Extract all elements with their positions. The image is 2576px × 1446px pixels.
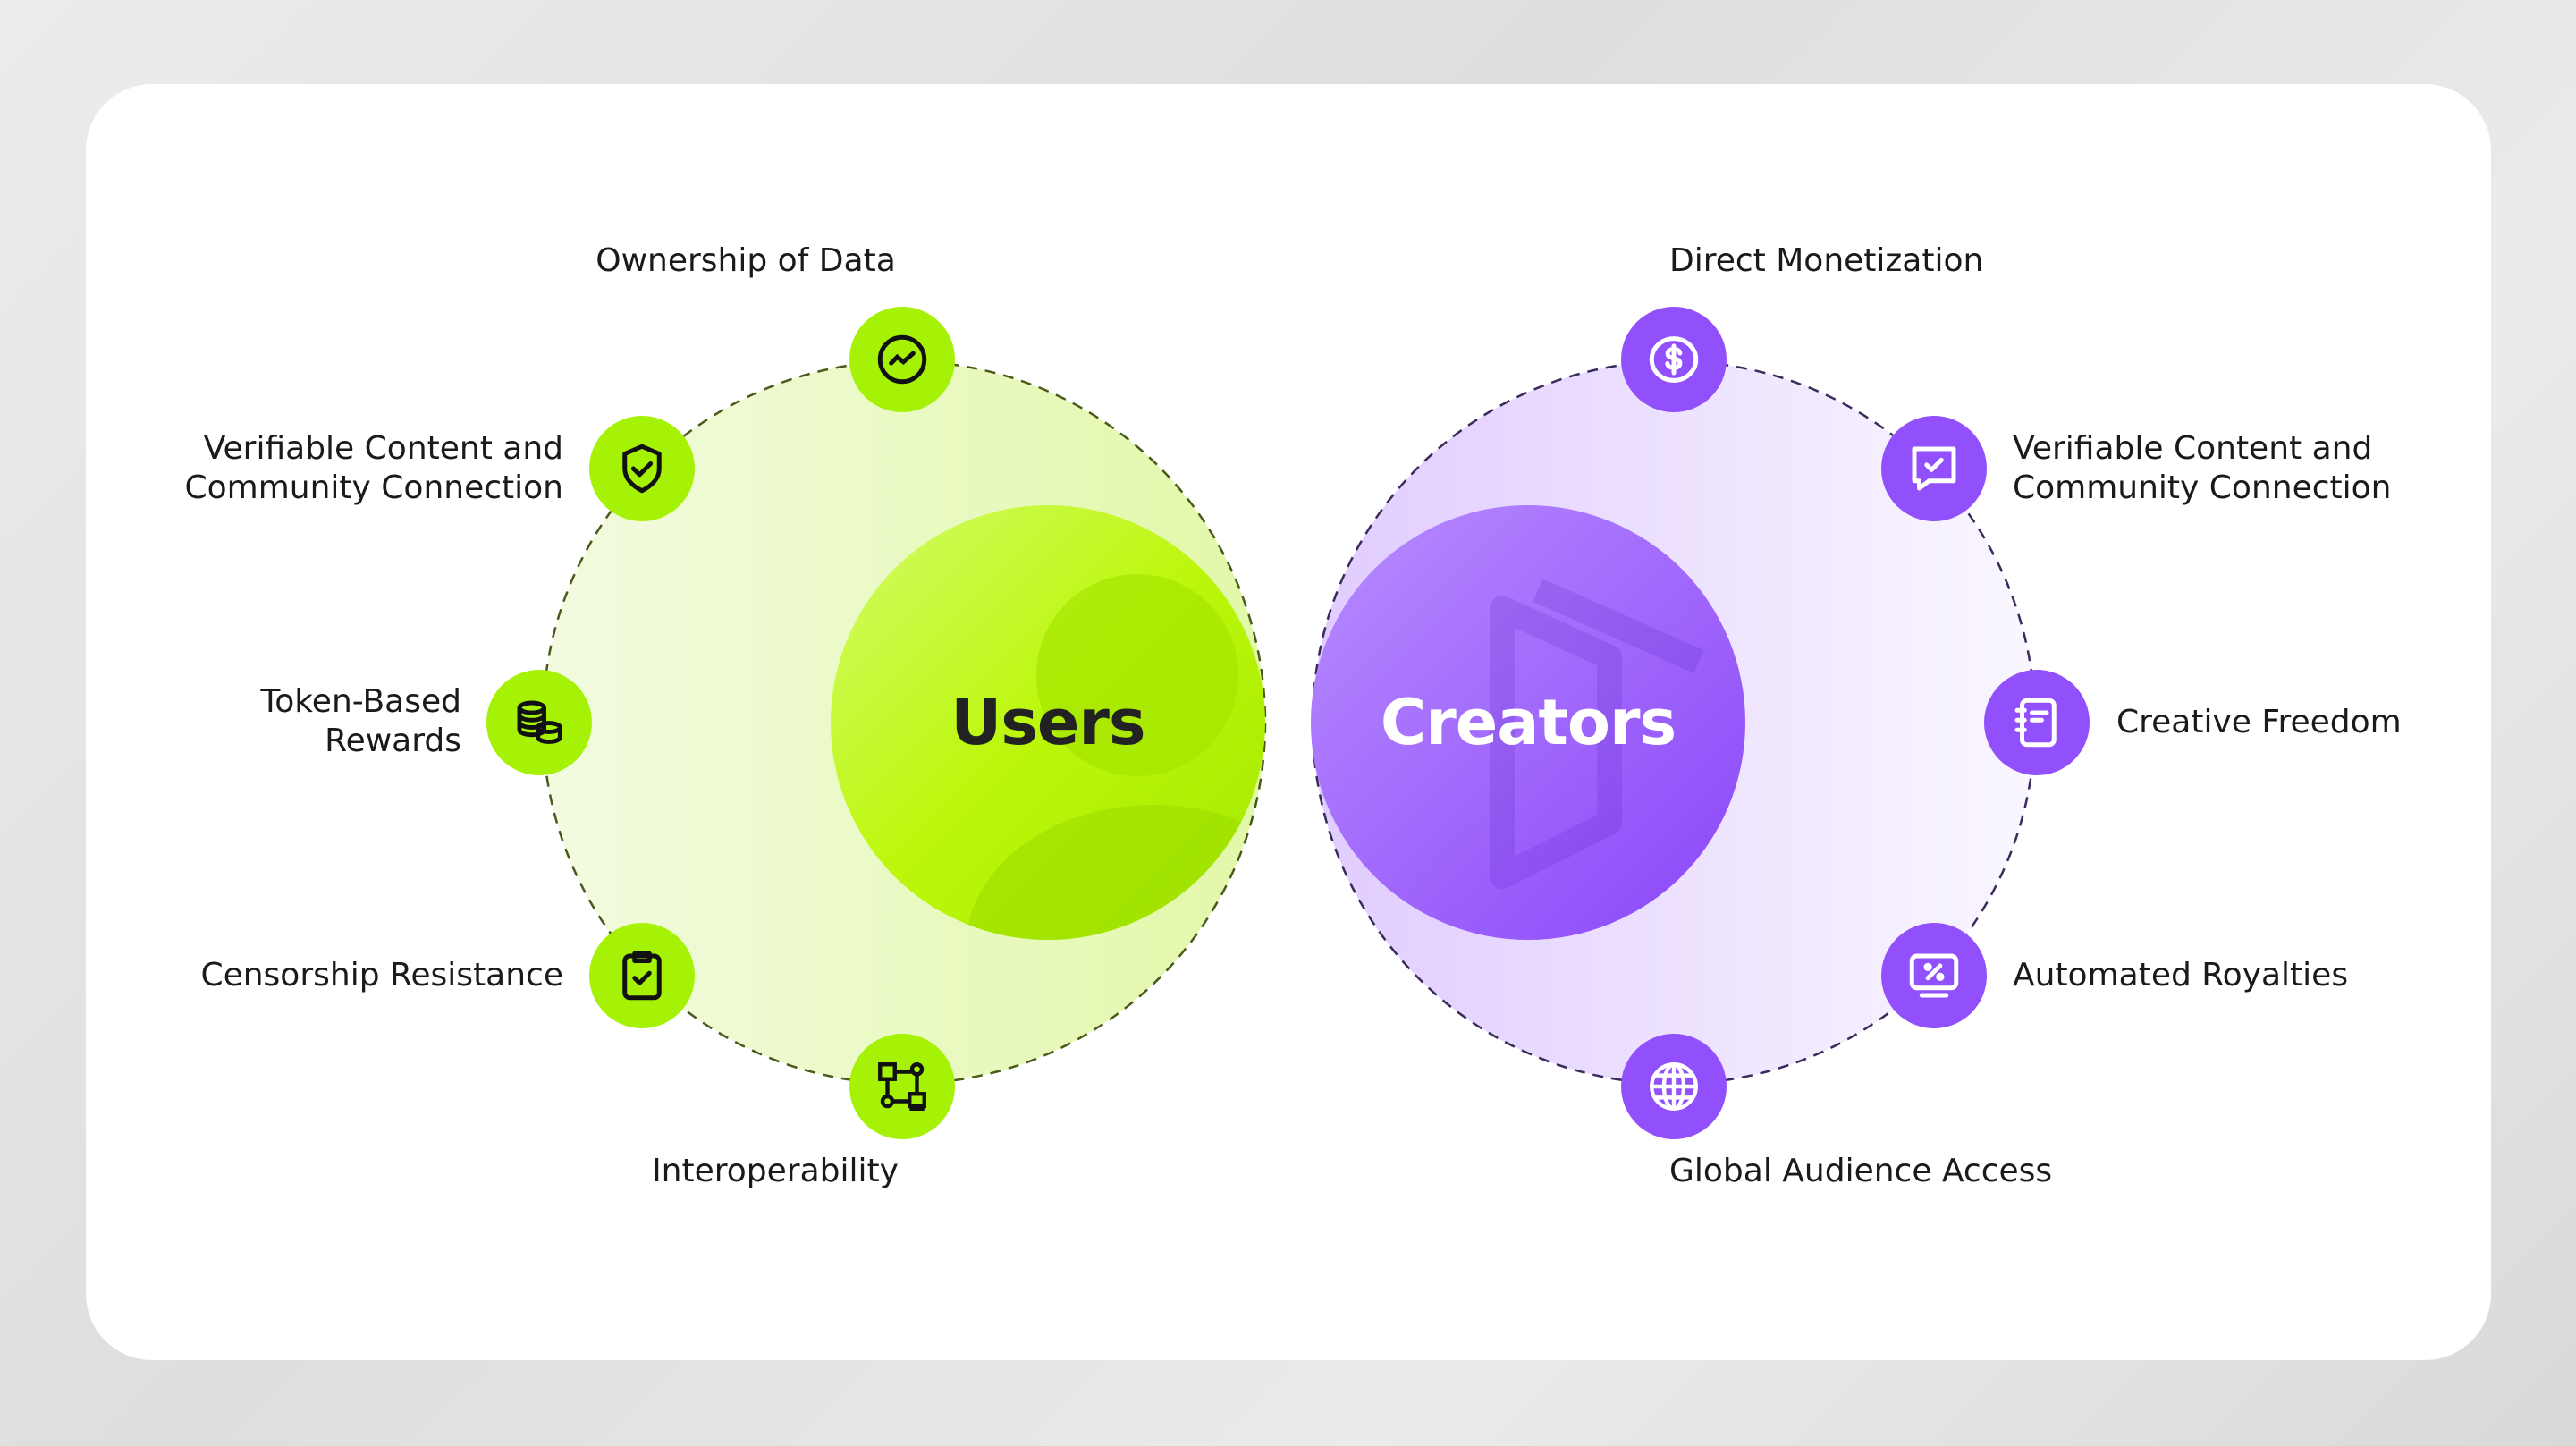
label-token-based-rewards: Token-Based Rewards <box>260 682 461 761</box>
label-ownership-of-data: Ownership of Data <box>595 242 896 279</box>
percent-screen-icon <box>1881 923 1987 1028</box>
message-check-icon <box>1881 416 1987 521</box>
chart-trend-icon <box>849 307 955 412</box>
network-nodes-icon <box>849 1034 955 1139</box>
pen-watermark-icon <box>1490 579 1704 889</box>
label-line: Rewards <box>325 723 461 759</box>
label-global-audience-access: Global Audience Access <box>1669 1153 2053 1189</box>
label-creative-freedom: Creative Freedom <box>2116 704 2402 740</box>
clipboard-check-icon <box>589 923 695 1028</box>
globe-icon <box>1621 1034 1727 1139</box>
notebook-icon <box>1984 670 2090 775</box>
label-line: Token-Based <box>260 683 461 720</box>
creators-hub-title: Creators <box>1380 686 1677 759</box>
creators-hub-circle <box>1311 505 1745 940</box>
label-line: Community Connection <box>184 469 564 506</box>
label-users-verifiable-content: Verifiable Content and Community Connect… <box>185 429 564 508</box>
label-line: Community Connection <box>2013 469 2392 506</box>
label-creators-verifiable-content: Verifiable Content and Community Connect… <box>2013 429 2392 508</box>
label-automated-royalties: Automated Royalties <box>2013 957 2349 994</box>
users-hub-title: Users <box>950 686 1145 759</box>
dollar-coin-icon <box>1621 307 1727 412</box>
label-direct-monetization: Direct Monetization <box>1669 242 1984 279</box>
coins-stack-icon <box>486 670 592 775</box>
label-line: Verifiable Content and <box>2013 430 2373 467</box>
label-line: Verifiable Content and <box>203 430 563 467</box>
label-interoperability: Interoperability <box>652 1153 899 1189</box>
label-censorship-resistance: Censorship Resistance <box>200 957 563 994</box>
shield-check-icon <box>589 416 695 521</box>
